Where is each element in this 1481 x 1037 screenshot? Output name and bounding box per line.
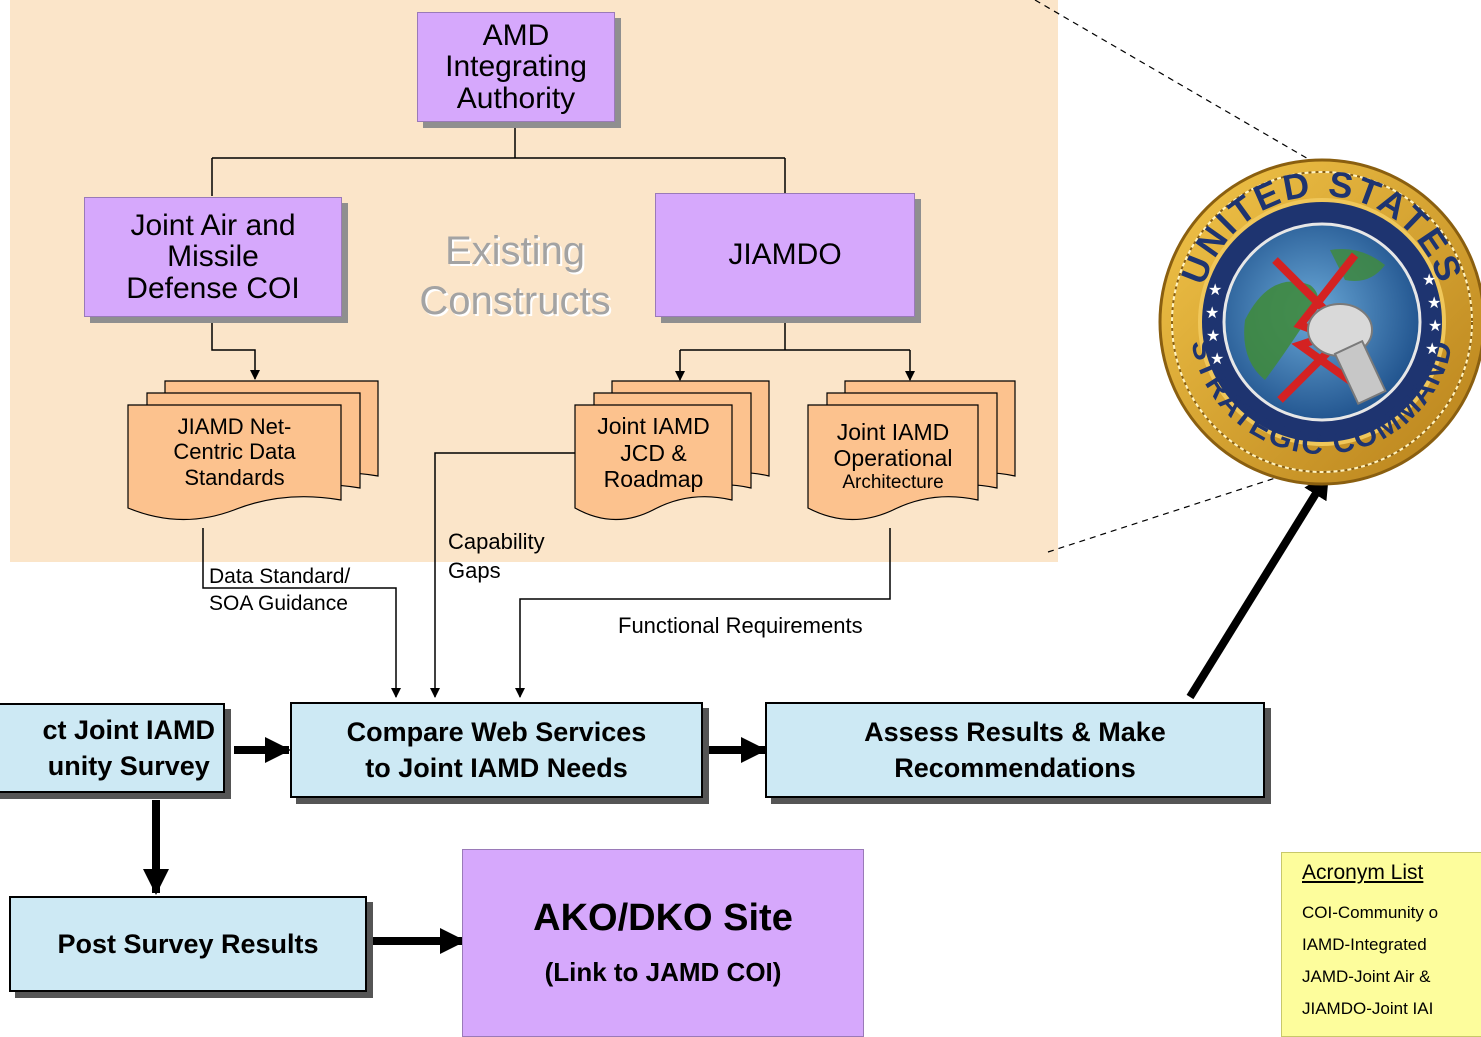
jiamdo-box: JIAMDO — [655, 193, 915, 317]
hierarchy-connectors — [211, 122, 915, 381]
existing-constructs-label: Existing Constructs — [419, 229, 611, 323]
operational-architecture-line1: Joint IAMD Operational — [833, 418, 953, 472]
acronym-item: JIAMDO-Joint IAI — [1302, 999, 1434, 1018]
acronym-item: IAMD-Integrated — [1302, 935, 1427, 954]
acronym-item: JAMD-Joint Air & — [1302, 967, 1431, 986]
document-jcd-roadmap — [574, 380, 770, 521]
compare-web-services-box: Compare Web Services to Joint IAMD Needs — [290, 702, 703, 798]
document-net-centric-data-standards — [127, 380, 379, 521]
conduct-survey-box: ct Joint IAMD unity Survey — [0, 703, 225, 793]
input-flow-lines — [202, 452, 891, 698]
seal-stars-right: ★ ★ ★ ★ — [1422, 272, 1442, 358]
operational-architecture-label: Joint IAMD Operational Architecture — [808, 410, 978, 502]
data-standard-guidance-label: Data Standard/ SOA Guidance — [209, 565, 351, 616]
svg-text:★: ★ — [1210, 351, 1224, 368]
document-operational-architecture — [807, 380, 1016, 521]
acronym-item: COI-Community o — [1302, 903, 1439, 922]
strategic-command-seal: UNITED STATES STRATEGIC COMMAND ★★★★ ★★★… — [1158, 158, 1481, 486]
jiamdo-label: JIAMDO — [728, 238, 842, 272]
svg-text:★: ★ — [1422, 272, 1436, 289]
jamd-coi-label: Joint Air and Missile Defense COI — [126, 208, 300, 305]
post-survey-results-label: Post Survey Results — [57, 928, 319, 959]
acronym-list-title: Acronym List — [1302, 861, 1424, 884]
svg-text:★: ★ — [1427, 295, 1441, 312]
svg-text:★: ★ — [1206, 328, 1220, 345]
svg-text:★: ★ — [1425, 341, 1439, 358]
post-survey-results-box: Post Survey Results — [9, 896, 367, 992]
seal-stars-left: ★ ★ ★ ★ — [1205, 282, 1224, 368]
svg-text:★: ★ — [1428, 318, 1442, 335]
assess-results-label: Assess Results & Make Recommendations — [864, 716, 1166, 783]
amd-integrating-authority-box: AMD Integrating Authority — [417, 12, 615, 122]
svg-text:★: ★ — [1208, 282, 1222, 299]
ako-dko-site-box: AKO/DKO Site (Link to JAMD COI) — [462, 849, 864, 1037]
ako-dko-title: AKO/DKO Site — [533, 897, 793, 940]
capability-gaps-label: Capability Gaps — [448, 529, 545, 583]
functional-requirements-label: Functional Requirements — [618, 613, 863, 638]
svg-text:★: ★ — [1205, 305, 1219, 322]
acronym-list: Acronym List COI-Community o IAMD-Integr… — [1281, 852, 1481, 1037]
net-centric-standards-label: JIAMD Net- Centric Data Standards — [173, 414, 296, 490]
jcd-roadmap-label: Joint IAMD JCD & Roadmap — [597, 413, 710, 493]
ako-dko-subtitle: (Link to JAMD COI) — [544, 957, 782, 988]
zoom-dashed-lines — [1034, 0, 1311, 553]
process-arrows — [143, 471, 1332, 954]
assess-results-box: Assess Results & Make Recommendations — [765, 702, 1265, 798]
amd-integrating-authority-label: AMD Integrating Authority — [445, 18, 587, 115]
jamd-coi-box: Joint Air and Missile Defense COI — [84, 197, 342, 317]
compare-web-services-label: Compare Web Services to Joint IAMD Needs — [346, 716, 647, 783]
conduct-survey-label: ct Joint IAMD unity Survey — [42, 714, 216, 781]
operational-architecture-line2: Architecture — [842, 471, 944, 493]
